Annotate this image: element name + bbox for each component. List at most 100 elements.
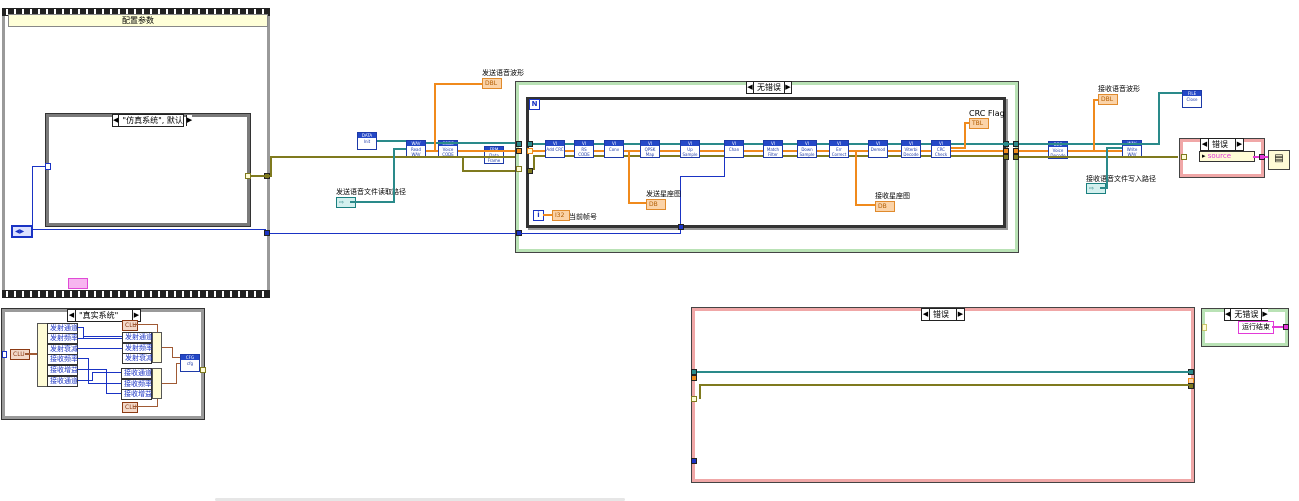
rx-waveform-indicator[interactable]: DBL bbox=[1098, 94, 1118, 105]
tx-constellation-indicator[interactable]: DB bbox=[646, 199, 666, 210]
enum-wire bbox=[32, 229, 266, 230]
subvi-header: WAV bbox=[407, 141, 425, 146]
prev-case-arrow-icon[interactable]: ◀ bbox=[68, 310, 76, 321]
unbundle-wire bbox=[106, 369, 107, 394]
close-subvi[interactable]: FILE Close bbox=[1182, 90, 1202, 108]
data-wire bbox=[458, 150, 520, 152]
bottom-case-tunnel-enum bbox=[691, 458, 697, 464]
run-complete-string-constant[interactable]: 运行结束 bbox=[1238, 321, 1274, 334]
dialog-box-icon[interactable]: ▤ bbox=[1268, 150, 1290, 170]
enum-wire bbox=[270, 233, 520, 234]
real-case-output-tunnel bbox=[200, 367, 206, 373]
config-cluster-wire bbox=[462, 156, 464, 170]
rx-bundle-item[interactable]: 接收通道 bbox=[121, 368, 152, 379]
constellation-wire bbox=[855, 204, 875, 206]
config-cluster-wire bbox=[250, 175, 270, 177]
config-subvi[interactable]: CFG cfg bbox=[180, 354, 200, 372]
crc-wire bbox=[964, 122, 966, 148]
tx-bundle-item[interactable]: 发射通道 bbox=[122, 332, 153, 343]
prev-case-arrow-icon[interactable]: ◀ bbox=[1225, 309, 1232, 320]
waveform-wire bbox=[434, 83, 482, 85]
horizontal-scrollbar[interactable] bbox=[215, 498, 625, 501]
sim-system-case-structure[interactable] bbox=[45, 113, 251, 227]
end-case-selector[interactable]: ◀ 无错误 ▶ bbox=[1224, 308, 1268, 321]
unbundle-item[interactable]: 接收频率 bbox=[47, 354, 78, 365]
for-loop[interactable] bbox=[526, 97, 1006, 228]
tx-bundle-item[interactable]: 发射衰减 bbox=[122, 353, 153, 364]
next-case-arrow-icon[interactable]: ▶ bbox=[784, 82, 791, 93]
unbundle-source[interactable]: ▸ source bbox=[1199, 151, 1255, 162]
crc-flag-indicator[interactable]: TBL bbox=[969, 118, 989, 129]
bottom-error-case-structure[interactable] bbox=[691, 307, 1195, 483]
string-wire bbox=[1253, 156, 1262, 158]
path-wire bbox=[350, 201, 394, 203]
tx-bundle-by-name[interactable] bbox=[152, 332, 162, 363]
next-case-arrow-icon[interactable]: ▶ bbox=[1261, 309, 1268, 320]
unbundle-item[interactable]: 接收增益 bbox=[47, 365, 78, 376]
subvi-header: FILE bbox=[1183, 91, 1201, 96]
refnum-wire bbox=[426, 142, 520, 144]
waveform-wire bbox=[426, 150, 438, 152]
bottom-error-case-selector[interactable]: ◀ 错误 ▶ bbox=[921, 308, 965, 321]
unbundle-wire bbox=[88, 358, 89, 383]
path-constant-icon[interactable] bbox=[68, 278, 88, 289]
bottom-case-tunnel-refnum bbox=[691, 369, 697, 375]
tx-cluster-constant[interactable]: CLU bbox=[122, 320, 138, 331]
next-case-arrow-icon[interactable]: ▶ bbox=[132, 310, 140, 321]
tx-out-wire bbox=[172, 347, 173, 357]
prev-case-arrow-icon[interactable]: ◀ bbox=[747, 82, 754, 93]
real-system-case-structure[interactable] bbox=[1, 308, 205, 420]
subvi-body: CRC Check bbox=[934, 147, 948, 157]
init-subvi[interactable]: DATA Init bbox=[357, 132, 377, 150]
data-frame-subvi[interactable]: FRM Data Frame bbox=[484, 146, 504, 164]
real-system-case-selector[interactable]: ◀ "真实系统" ▶ bbox=[67, 309, 141, 322]
rx-cluster-constant[interactable]: CLU bbox=[122, 402, 138, 413]
loop-tunnel-enum bbox=[678, 224, 684, 230]
prev-case-arrow-icon[interactable]: ◀ bbox=[1201, 139, 1209, 150]
unbundle-wire bbox=[83, 336, 122, 337]
next-case-arrow-icon[interactable]: ▶ bbox=[1235, 139, 1243, 150]
tx-out-wire bbox=[162, 347, 172, 348]
prev-case-arrow-icon[interactable]: ◀ bbox=[113, 115, 120, 126]
rx-constellation-indicator[interactable]: DB bbox=[875, 201, 895, 212]
rx-out-wire bbox=[176, 363, 180, 364]
case-out-refnum bbox=[1013, 141, 1019, 147]
subvi-header: VI bbox=[798, 141, 816, 146]
enum-wire bbox=[32, 166, 33, 230]
string-wire bbox=[1272, 326, 1284, 328]
tx-waveform-indicator[interactable]: DBL bbox=[482, 78, 502, 89]
prev-case-arrow-icon[interactable]: ◀ bbox=[922, 309, 930, 320]
unbundle-item[interactable]: 接收通道 bbox=[47, 376, 78, 387]
subvi-body: Close bbox=[1186, 97, 1198, 102]
enum-wire bbox=[724, 147, 725, 177]
next-case-arrow-icon[interactable]: ▶ bbox=[185, 115, 193, 126]
loop-count-terminal[interactable]: N bbox=[529, 99, 540, 110]
case-out-data bbox=[1013, 148, 1019, 154]
main-case-selector[interactable]: ◀ 无错误 ▶ bbox=[746, 81, 792, 94]
path-wire bbox=[1100, 187, 1107, 189]
rx-bundle-by-name[interactable] bbox=[152, 368, 162, 399]
sim-system-case-selector[interactable]: ◀ "仿真系统", 默认 ▶ bbox=[112, 114, 193, 127]
system-enum-constant[interactable]: ◀▶ bbox=[11, 225, 33, 238]
subvi-body: Match Filter bbox=[766, 147, 780, 157]
rx-bundle-item[interactable]: 接收增益 bbox=[121, 389, 152, 400]
refnum-wire bbox=[697, 371, 1189, 373]
path-wire bbox=[393, 148, 395, 203]
unbundle-item[interactable]: 发射频率 bbox=[47, 333, 78, 344]
next-case-arrow-icon[interactable]: ▶ bbox=[956, 309, 964, 320]
rx-out-wire bbox=[176, 363, 177, 384]
error-case-selector[interactable]: ◀ 错误 ▶ bbox=[1200, 138, 1244, 151]
frame-number-indicator[interactable]: I32 bbox=[552, 210, 570, 221]
